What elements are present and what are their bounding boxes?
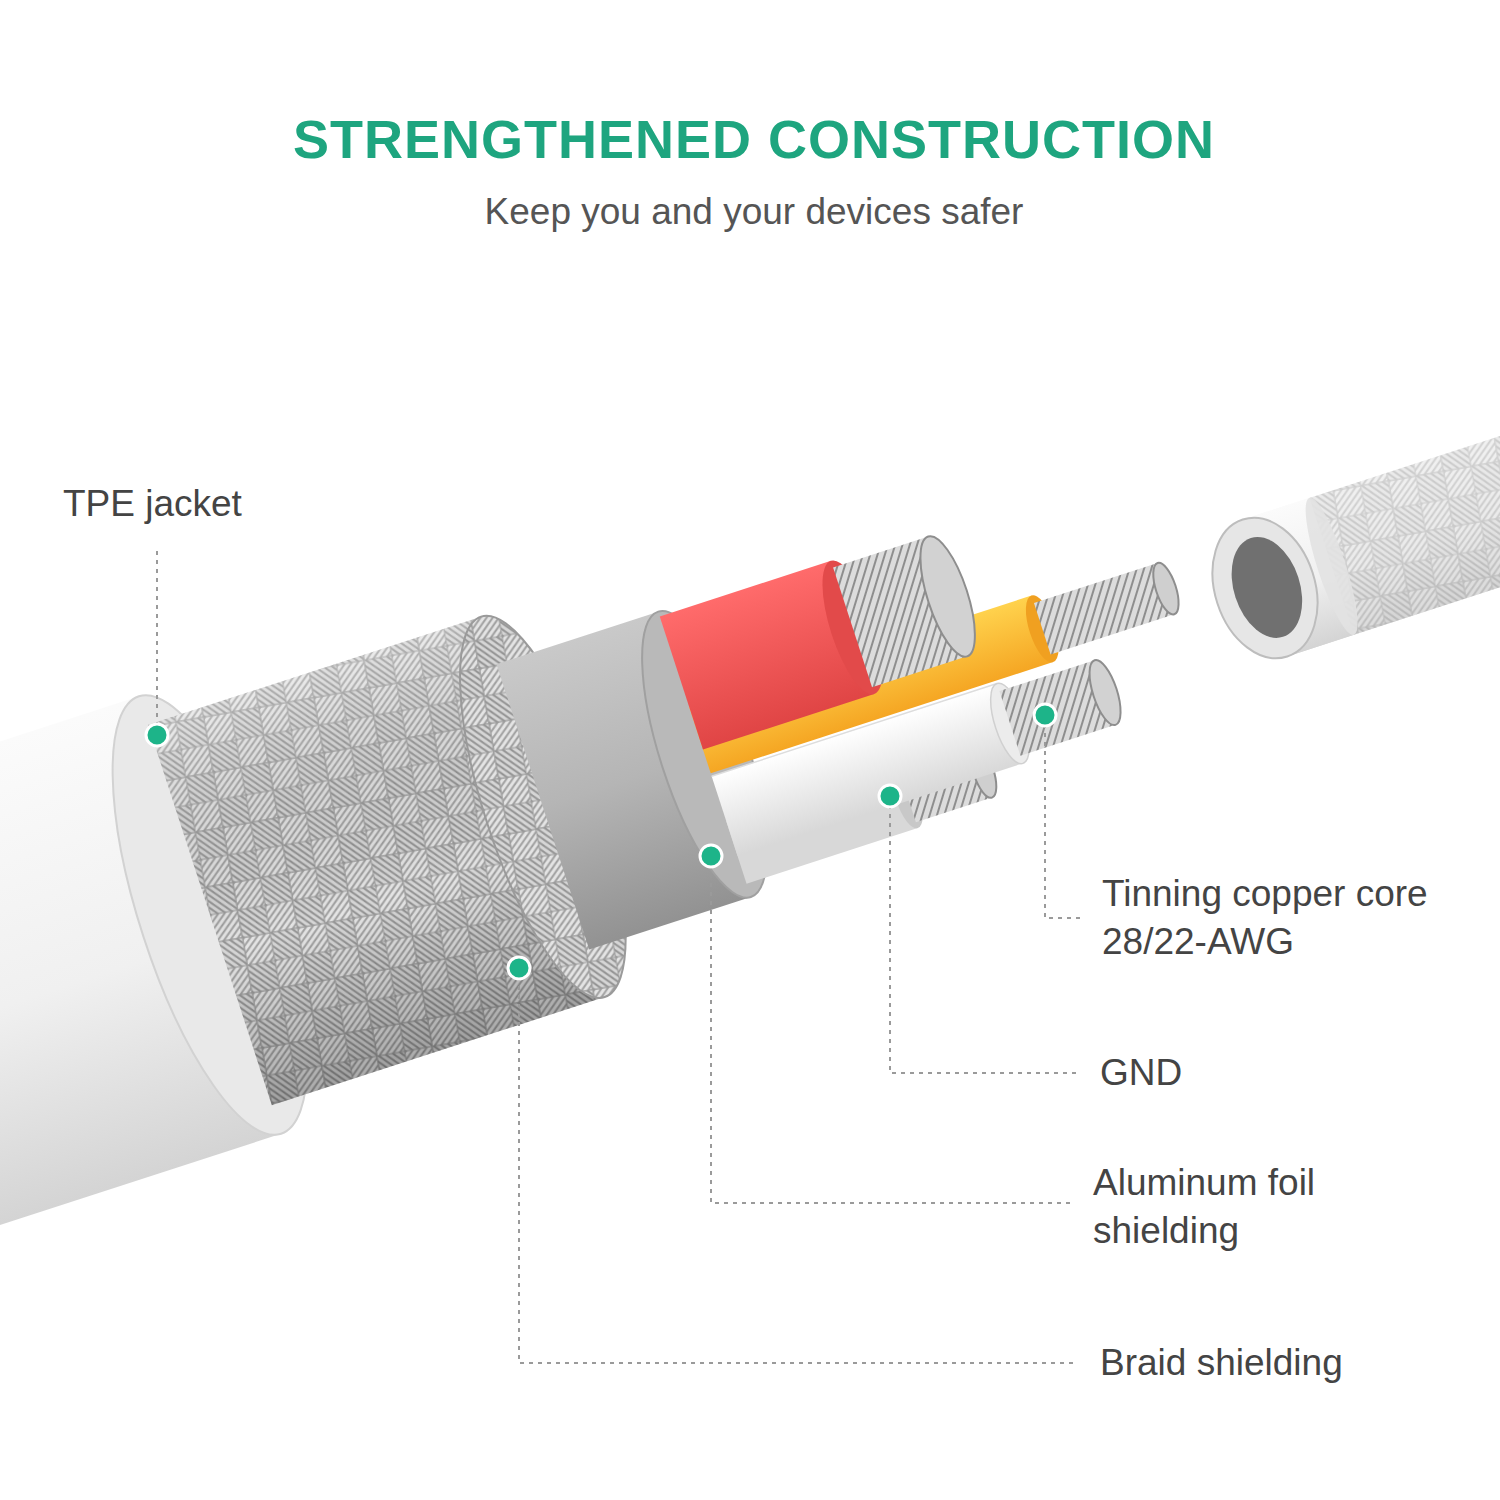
page-title: STRENGTHENED CONSTRUCTION xyxy=(4,104,1500,174)
red-wire-part xyxy=(909,530,986,662)
leader-line xyxy=(1045,715,1080,918)
leader-line xyxy=(890,796,1080,1073)
leader-lines xyxy=(157,548,1080,1363)
part-label: Tinning copper core 28/22-AWG xyxy=(1102,870,1487,966)
leader-line xyxy=(156,548,158,735)
gnd-wire-part xyxy=(1083,656,1127,728)
part-label: GND xyxy=(1100,1049,1400,1097)
callout-dot xyxy=(146,724,168,746)
callout-dot xyxy=(1034,704,1056,726)
cable-end-part xyxy=(1195,504,1335,672)
part-label: Braid shielding xyxy=(1100,1339,1480,1387)
part-label: Aluminum foil shielding xyxy=(1093,1159,1363,1255)
part-label: TPE jacket xyxy=(63,480,383,528)
leader-line xyxy=(519,968,1078,1363)
callout-dots xyxy=(146,704,1056,979)
subtitle: Keep you and your devices safer xyxy=(4,188,1500,236)
cable-section xyxy=(0,381,1251,1350)
gnd-wire xyxy=(712,649,1130,856)
yellow-wire-part xyxy=(1148,560,1184,618)
cable-end-part xyxy=(1219,528,1314,647)
leader-line xyxy=(711,856,1075,1203)
gnd-wire-part xyxy=(712,683,997,776)
callout-dot xyxy=(700,845,722,867)
callout-dot xyxy=(508,957,530,979)
callout-dot xyxy=(879,785,901,807)
gnd-wire-part xyxy=(712,683,1023,856)
cable-end xyxy=(1195,368,1500,672)
